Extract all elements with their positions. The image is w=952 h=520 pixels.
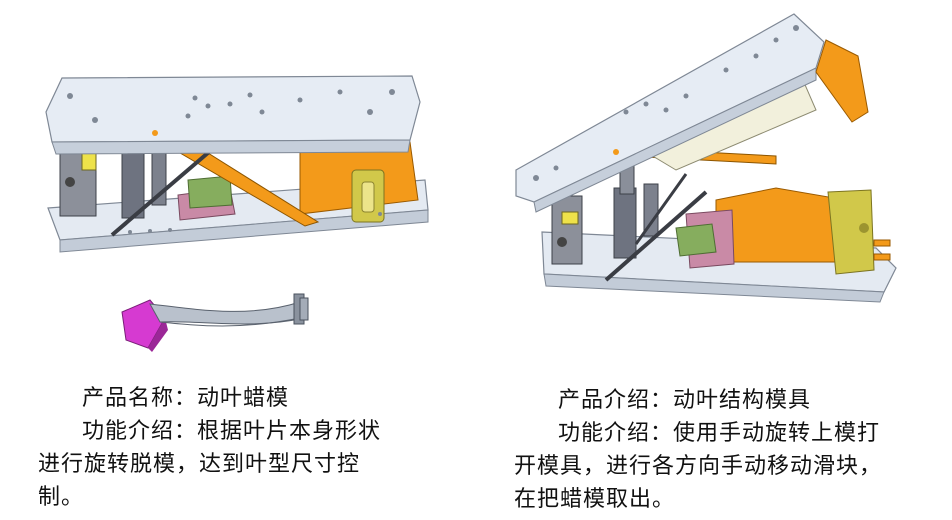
right-title-line: 产品介绍：动叶结构模具	[558, 388, 812, 413]
right-function-line-1: 功能介绍：使用手动旋转上模打	[558, 421, 881, 446]
right-function-line-3: 在把蜡模取出。	[514, 487, 676, 512]
left-function-line-2: 进行旋转脱模，达到叶型尺寸控	[38, 452, 361, 477]
right-function-line-2: 开模具，进行各方向手动移动滑块，	[514, 454, 883, 479]
right-panel: 产品介绍：动叶结构模具 功能介绍：使用手动旋转上模打 开模具，进行各方向手动移动…	[476, 0, 952, 520]
closed-mold-render	[45, 75, 429, 352]
open-mold-render	[515, 13, 897, 303]
left-function-line-3: 制。	[38, 485, 85, 510]
left-title-line: 产品名称：动叶蜡模	[82, 386, 290, 411]
right-caption: 产品介绍：动叶结构模具 功能介绍：使用手动旋转上模打 开模具，进行各方向手动移动…	[514, 384, 944, 516]
blade-wax-part-render	[121, 293, 309, 352]
left-function-line-1: 功能介绍：根据叶片本身形状	[82, 419, 382, 444]
left-caption: 产品名称：动叶蜡模 功能介绍：根据叶片本身形状 进行旋转脱模，达到叶型尺寸控 制…	[38, 382, 458, 514]
left-panel: 产品名称：动叶蜡模 功能介绍：根据叶片本身形状 进行旋转脱模，达到叶型尺寸控 制…	[38, 75, 458, 514]
